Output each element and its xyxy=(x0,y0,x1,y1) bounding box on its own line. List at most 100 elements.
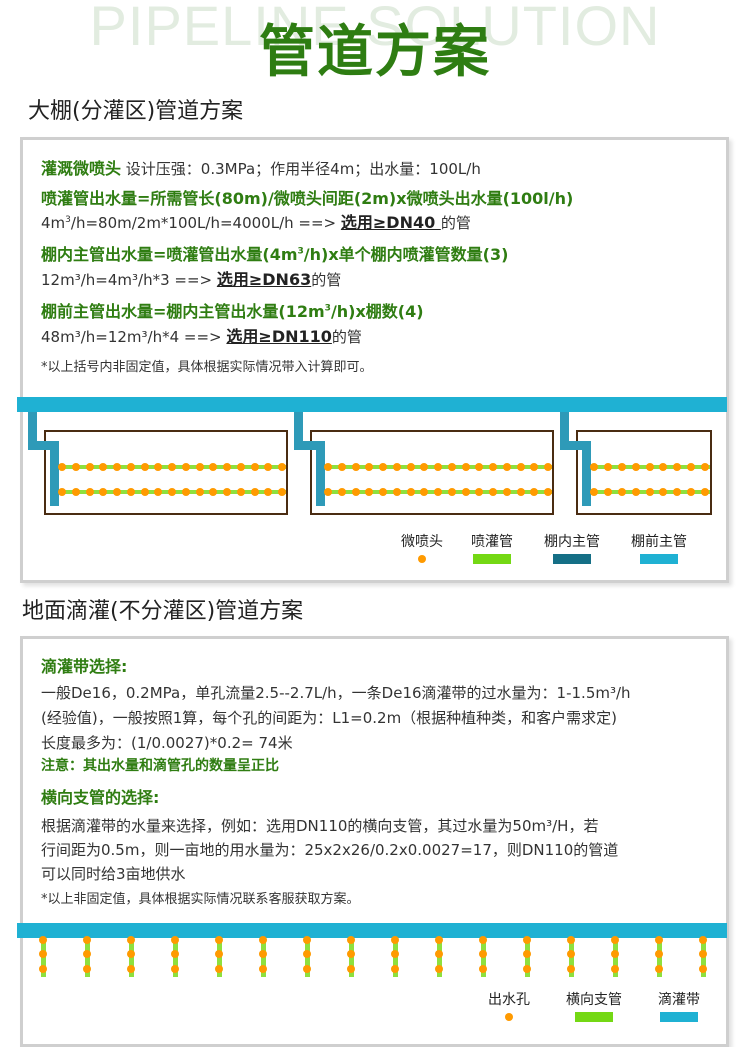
outlet-hole-dot xyxy=(699,965,707,973)
outlet-hole-dot xyxy=(347,950,355,958)
sprinkler-head-dot xyxy=(251,488,259,496)
outlet-hole-dot xyxy=(39,936,47,944)
sprinkler-head-dot xyxy=(379,488,387,496)
outlet-hole-dot xyxy=(435,936,443,944)
sprinkler-head-dot xyxy=(544,463,552,471)
sprinkler-head-dot xyxy=(58,463,66,471)
sprinkler-head-dot xyxy=(72,488,80,496)
outlet-hole-dot xyxy=(259,950,267,958)
orange-dot-icon xyxy=(505,1013,513,1021)
inner-main-pipe xyxy=(28,412,37,450)
outlet-hole-dot xyxy=(435,965,443,973)
sprinkler-head-dot xyxy=(530,488,538,496)
outlet-hole-dot xyxy=(523,950,531,958)
pipe-suffix: 的管 xyxy=(331,328,362,346)
sprinkler-head-dot xyxy=(338,463,346,471)
outlet-hole-dot xyxy=(259,936,267,944)
inner-main-pipe xyxy=(294,441,325,450)
legend-drip-tape: 滴灌带 xyxy=(654,989,704,1022)
superscript: 3 xyxy=(65,215,71,225)
sprinkler-head-dot xyxy=(489,488,497,496)
legend-spray-pipe: 喷灌管 xyxy=(467,531,517,564)
outlet-hole-dot xyxy=(567,936,575,944)
drip-line-1: 一般De16，0.2MPa，单孔流量2.5--2.7L/h，一条De16滴灌带的… xyxy=(41,684,631,702)
outlet-hole-dot xyxy=(479,936,487,944)
sprinkler-head-dot xyxy=(448,463,456,471)
sprinkler-head-dot xyxy=(141,463,149,471)
front-main-calc: 48m³/h=12m³/h*4 ==> 选用≥DN110的管 xyxy=(41,326,362,348)
legend-label: 横向支管 xyxy=(566,992,622,1008)
outlet-hole-dot xyxy=(611,936,619,944)
legend-front-main-pipe: 棚前主管 xyxy=(627,531,691,564)
sprinkler-head-dot xyxy=(701,463,709,471)
sprinkler-head-dot xyxy=(154,488,162,496)
drip-line-2: (经验值)，一般按照1算，每个孔的间距为：L1=0.2m（根据种植种类，和客户需… xyxy=(41,709,618,727)
sprinkler-head-dot xyxy=(182,488,190,496)
sprinkler-head-dot xyxy=(673,463,681,471)
sprinkler-head-dot xyxy=(196,488,204,496)
inner-main-pipe xyxy=(28,441,59,450)
dn63-choice: 选用≥DN63 xyxy=(216,270,312,289)
outlet-hole-dot xyxy=(655,950,663,958)
formula-text: /h)x棚数(4) xyxy=(330,302,424,321)
sprinkler-head-dot xyxy=(168,463,176,471)
outlet-hole-dot xyxy=(127,950,135,958)
legend-label: 棚前主管 xyxy=(631,534,687,550)
sprinkler-head-dot xyxy=(209,463,217,471)
sprinkler-head-dot xyxy=(503,488,511,496)
sprinkler-head-dot xyxy=(604,463,612,471)
sprinkler-head-dot xyxy=(264,488,272,496)
sprinkler-head-dot xyxy=(618,488,626,496)
inner-main-calc: 12m³/h=4m³/h*3 ==> 选用≥DN63的管 xyxy=(41,269,341,291)
legend-branch-pipe: 横向支管 xyxy=(562,989,626,1022)
drip-line-3: 长度最多为：(1/0.0027)*0.2= 74米 xyxy=(41,734,293,752)
superscript: 3 xyxy=(297,246,304,257)
outlet-hole-dot xyxy=(83,936,91,944)
sprinkler-head-dot xyxy=(393,463,401,471)
sprinkler-head-dot xyxy=(434,463,442,471)
sprinkler-head-dot xyxy=(420,488,428,496)
sprinkler-head-dot xyxy=(209,488,217,496)
outlet-hole-dot xyxy=(391,950,399,958)
sprinkler-head-dot xyxy=(324,488,332,496)
dn40-choice: 选用≥DN40 xyxy=(340,213,441,232)
sprinkler-head-dot xyxy=(407,463,415,471)
greenhouse-panel: 灌溉微喷头 设计压强：0.3MPa；作用半径4m；出水量：100L/h 喷灌管出… xyxy=(20,137,729,583)
inner-main-pipe xyxy=(582,441,591,506)
outlet-hole-dot xyxy=(435,950,443,958)
sprinkler-head-dot xyxy=(673,488,681,496)
sprinkler-head-dot xyxy=(127,463,135,471)
sprinkler-head-dot xyxy=(237,463,245,471)
outlet-hole-dot xyxy=(347,965,355,973)
sprinkler-head-dot xyxy=(237,488,245,496)
sprinkler-head-dot xyxy=(646,488,654,496)
greenhouse-outline xyxy=(44,430,288,515)
formula-text: 棚内主管出水量=喷灌管出水量(4m xyxy=(41,245,298,264)
sprinkler-head-dot xyxy=(365,463,373,471)
outlet-hole-dot xyxy=(611,950,619,958)
outlet-hole-dot xyxy=(171,936,179,944)
outlet-hole-dot xyxy=(39,965,47,973)
sprinkler-head-dot xyxy=(86,463,94,471)
green-bar-icon xyxy=(473,554,511,564)
legend-sprinkler-head: 微喷头 xyxy=(397,531,447,563)
sprinkler-head-dot xyxy=(393,488,401,496)
cyan-bar-icon xyxy=(660,1012,698,1022)
sprinkler-head-dot xyxy=(99,463,107,471)
outlet-hole-dot xyxy=(171,950,179,958)
ground-drip-panel: 滴灌带选择: 一般De16，0.2MPa，单孔流量2.5--2.7L/h，一条D… xyxy=(20,636,729,1047)
inner-main-pipe xyxy=(560,441,591,450)
outlet-hole-dot xyxy=(303,965,311,973)
sprinkler-head-dot xyxy=(420,463,428,471)
inner-main-pipe xyxy=(50,441,59,506)
sprinkler-head-dot xyxy=(544,488,552,496)
calc-text: 12m³/h=4m³/h*3 ==> xyxy=(41,271,217,289)
green-bar-icon xyxy=(575,1012,613,1022)
sprinkler-head-dot xyxy=(462,463,470,471)
sprinkler-head-dot xyxy=(141,488,149,496)
outlet-hole-dot xyxy=(479,965,487,973)
greenhouse-outline xyxy=(576,430,712,515)
sprinkler-head-dot xyxy=(590,463,598,471)
background-title: PIPELINE SOLUTION xyxy=(89,0,661,57)
sprinkler-head-dot xyxy=(251,463,259,471)
